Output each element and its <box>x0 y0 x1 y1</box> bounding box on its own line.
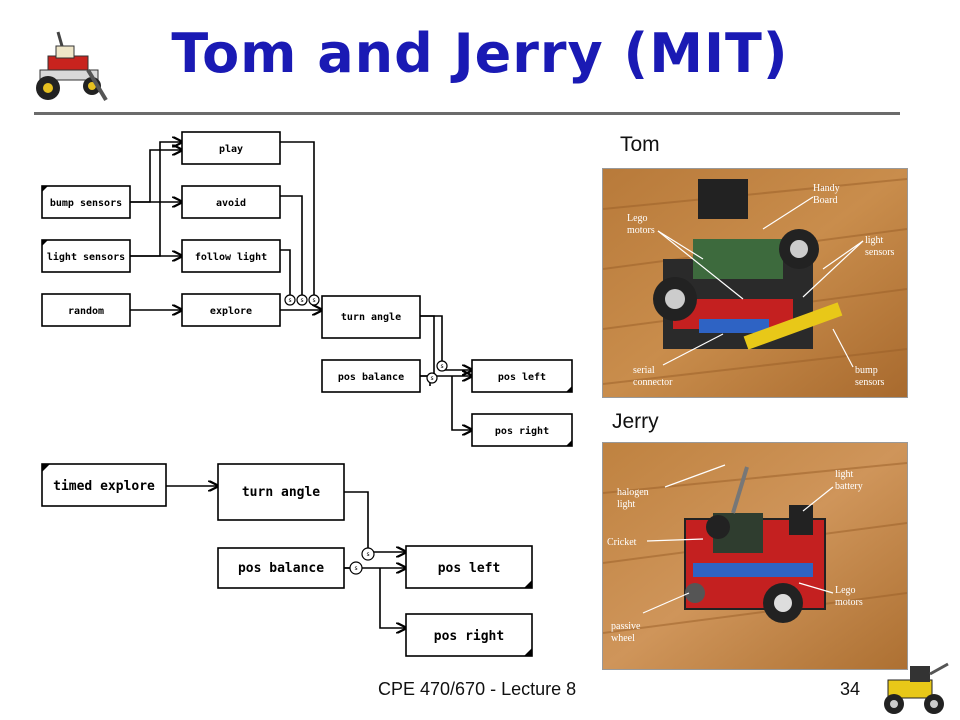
tom-robot-photo: Lego motors Handy Board light sensors se… <box>602 168 908 398</box>
suppressor-label: s <box>366 551 370 558</box>
jerry-label-wheel: wheel <box>611 633 635 644</box>
label-pos-right-2: pos right <box>434 629 504 644</box>
box-random <box>41 293 131 327</box>
box-pos-right <box>471 413 573 447</box>
suppressor-node <box>284 294 296 306</box>
box-pos-right-2 <box>405 613 533 657</box>
box-pos-balance <box>321 359 421 393</box>
tom-label-bump: bump <box>855 365 878 376</box>
suppressor-node <box>349 561 363 575</box>
label-bump-sensors: bump sensors <box>50 198 122 209</box>
box-bump-sensors <box>41 185 131 219</box>
label-explore: explore <box>210 306 252 317</box>
label-follow-light: follow light <box>195 251 267 263</box>
tom-label-bump: sensors <box>855 377 885 388</box>
box-pos-balance-2 <box>217 547 345 589</box>
robot-logo-icon <box>36 31 108 102</box>
jerry-label-battery: light <box>835 469 854 480</box>
box-light-sensors <box>41 239 131 273</box>
suppressor-node <box>436 360 448 372</box>
page-number: 34 <box>840 679 861 699</box>
box-timed-explore <box>41 463 167 507</box>
jerry-label-battery: battery <box>835 481 863 492</box>
tom-label-serial: serial <box>633 365 655 376</box>
box-pos-left <box>471 359 573 393</box>
tom-label-light-sensors: sensors <box>865 247 895 258</box>
suppressor-node <box>361 547 375 561</box>
suppressor-node <box>308 294 320 306</box>
label-pos-balance-2: pos balance <box>238 561 324 576</box>
box-follow-light <box>181 239 281 273</box>
slide-title: Tom and Jerry (MIT) <box>171 22 789 85</box>
jerry-robot-photo: halogen light Cricket light battery Lego… <box>602 442 908 670</box>
suppressor-label: s <box>312 297 316 304</box>
suppressor-label: s <box>288 297 292 304</box>
box-pos-left-2 <box>405 545 533 589</box>
tom-label-light-sensors: light <box>865 235 884 246</box>
label-pos-left-2: pos left <box>438 561 501 576</box>
box-explore <box>181 293 281 327</box>
label-turn-angle-2: turn angle <box>242 485 320 500</box>
title-underline <box>34 112 900 115</box>
footer-course: CPE 470/670 - Lecture 8 <box>378 679 577 699</box>
label-pos-left: pos left <box>498 372 546 383</box>
label-light-sensors: light sensors <box>47 251 125 263</box>
suppressor-node <box>426 372 438 384</box>
box-turn-angle-2 <box>217 463 345 521</box>
label-random: random <box>68 306 104 317</box>
box-turn-angle <box>321 295 421 339</box>
jerry-label-cricket: Cricket <box>607 537 637 548</box>
jerry-label-wheel: passive <box>611 621 641 632</box>
jerry-label-halogen: halogen <box>617 487 649 498</box>
robot-logo-icon <box>884 662 949 714</box>
jerry-label-motors: motors <box>835 597 863 608</box>
suppressor-label: s <box>300 297 304 304</box>
tom-label-lego-motors: motors <box>627 225 655 236</box>
jerry-label-halogen: light <box>617 499 636 510</box>
jerry-label-motors: Lego <box>835 585 856 596</box>
tom-label-lego-motors: Lego <box>627 213 648 224</box>
suppressor-label: s <box>440 363 444 370</box>
tom-label-handy-board: Handy <box>813 183 840 194</box>
tom-label-handy-board: Board <box>813 195 837 206</box>
label-avoid: avoid <box>216 197 246 209</box>
suppressor-node <box>296 294 308 306</box>
label-play: play <box>219 144 243 155</box>
label-pos-balance: pos balance <box>338 372 404 383</box>
subsumption-diagram: s s s s s s s play <box>41 131 573 657</box>
label-pos-right: pos right <box>495 425 549 437</box>
suppressor-label: s <box>430 375 434 382</box>
box-avoid <box>181 185 281 219</box>
jerry-caption: Jerry <box>612 410 659 433</box>
tom-caption: Tom <box>620 133 660 156</box>
label-timed-explore: timed explore <box>53 479 155 494</box>
box-play <box>181 131 281 165</box>
tom-label-serial: connector <box>633 377 673 388</box>
label-turn-angle: turn angle <box>341 312 401 323</box>
suppressor-label: s <box>354 565 358 572</box>
